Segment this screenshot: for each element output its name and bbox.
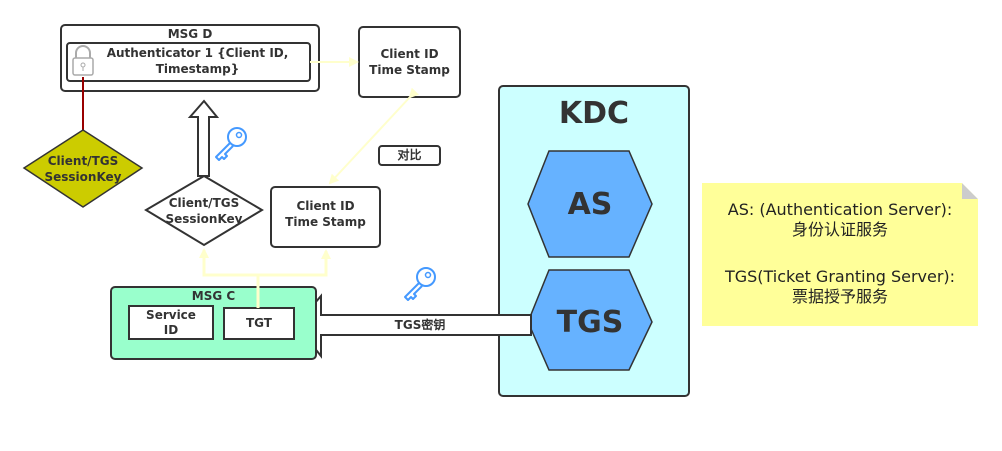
service-id-box xyxy=(128,305,214,340)
up-arrow xyxy=(187,99,220,177)
client-id-mid-box xyxy=(270,186,381,248)
as-hexagon xyxy=(527,150,653,258)
compare-box xyxy=(378,145,441,166)
tgs-label: TGS xyxy=(556,305,624,340)
service-id-line2: ID xyxy=(163,323,179,337)
client-id-mid-line1: Client ID xyxy=(296,199,355,213)
key-icon xyxy=(215,127,247,161)
client-id-top-line1: Client ID xyxy=(380,47,439,61)
session-key-yellow-line2: SessionKey xyxy=(44,170,122,184)
msg-c-title: MSG C xyxy=(191,289,236,303)
tgs-key-arrow-label: TGS密钥 xyxy=(394,318,446,332)
note-as-line2: 身份认证服务 xyxy=(791,220,888,239)
tgt-label: TGT xyxy=(245,316,272,330)
client-id-top-box xyxy=(358,26,461,98)
note-fold-cutout xyxy=(962,183,978,199)
client-id-mid-line2: Time Stamp xyxy=(285,215,366,229)
tgt-box xyxy=(223,307,295,340)
client-id-top-line2: Time Stamp xyxy=(369,63,450,77)
note-tgs-line1: TGS(Ticket Granting Server): xyxy=(724,267,956,286)
connector-compare xyxy=(328,87,420,185)
session-key-white-line1: Client/TGS xyxy=(168,196,240,210)
service-id-line1: Service xyxy=(146,308,196,322)
note-tgs-line2: 票据授予服务 xyxy=(791,287,888,306)
authenticator-line2: Timestamp} xyxy=(155,62,240,76)
session-key-yellow-line1: Client/TGS xyxy=(47,154,119,168)
note-as-line1: AS: (Authentication Server): xyxy=(727,200,953,219)
legend-note: AS: (Authentication Server): 身份认证服务 TGS(… xyxy=(702,183,978,326)
session-key-diamond-white xyxy=(144,174,264,247)
lock-icon xyxy=(72,45,94,76)
compare-label: 对比 xyxy=(397,148,422,162)
connector-to-session-key xyxy=(199,248,258,277)
as-label: AS xyxy=(567,187,613,222)
msg-d-title: MSG D xyxy=(167,27,213,41)
kdc-title: KDC xyxy=(558,96,630,131)
connector-to-client-mid xyxy=(258,249,331,277)
authenticator-line1: Authenticator 1 {Client ID, xyxy=(106,46,289,60)
session-key-white-line2: SessionKey xyxy=(165,212,243,226)
session-key-diamond-yellow xyxy=(22,129,144,208)
key-icon xyxy=(404,267,436,301)
